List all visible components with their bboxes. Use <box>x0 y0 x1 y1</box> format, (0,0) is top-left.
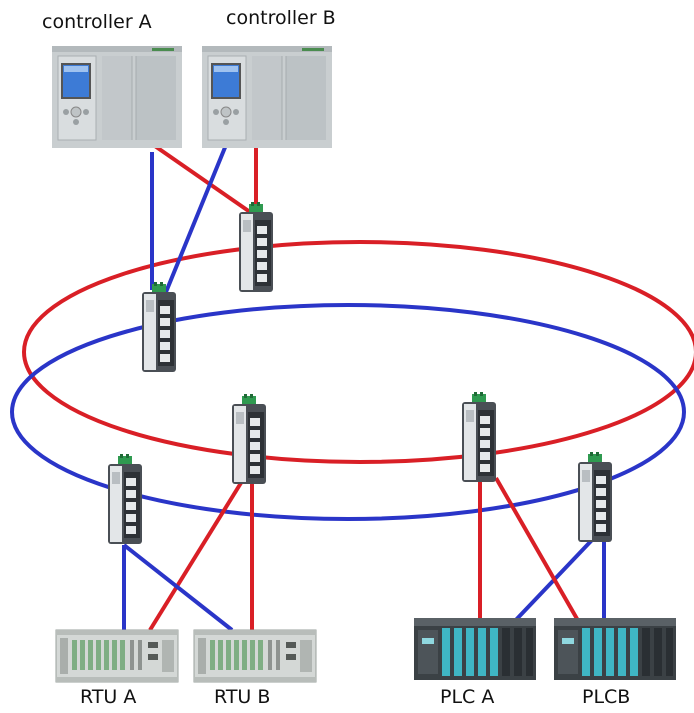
link-controller-b-blue <box>164 144 228 293</box>
plc-b-icon[interactable] <box>554 618 676 680</box>
rtu-b-label: RTU B <box>214 686 270 708</box>
switch-top-right-icon[interactable] <box>237 202 277 294</box>
switch-center-left-icon[interactable] <box>230 394 270 486</box>
switch-center-right-icon[interactable] <box>460 392 500 484</box>
links <box>122 142 606 632</box>
plc-a-icon[interactable] <box>414 618 536 680</box>
plc-b-label: PLCB <box>582 686 630 708</box>
link-rtu-a-red <box>148 476 246 632</box>
controller-a-icon[interactable] <box>51 45 183 149</box>
link-plc-a-blue <box>510 538 594 626</box>
rtu-a-label: RTU A <box>80 686 136 708</box>
controller-a-label: controller A <box>42 11 152 33</box>
rtu-b-icon[interactable] <box>193 629 317 683</box>
plc-a-label: PLC A <box>440 686 494 708</box>
link-plc-b-red <box>494 477 582 625</box>
link-rtu-b-blue <box>122 543 234 632</box>
controller-b-label: controller B <box>226 7 336 29</box>
switch-bottom-right-icon[interactable] <box>576 452 616 544</box>
controller-b-icon[interactable] <box>201 45 333 149</box>
blue-ring <box>10 303 686 521</box>
switch-top-left-icon[interactable] <box>140 282 180 374</box>
rtu-a-icon[interactable] <box>55 629 179 683</box>
switch-bottom-left-icon[interactable] <box>106 454 146 546</box>
red-ring <box>22 240 694 464</box>
link-controller-a-red <box>150 142 252 214</box>
